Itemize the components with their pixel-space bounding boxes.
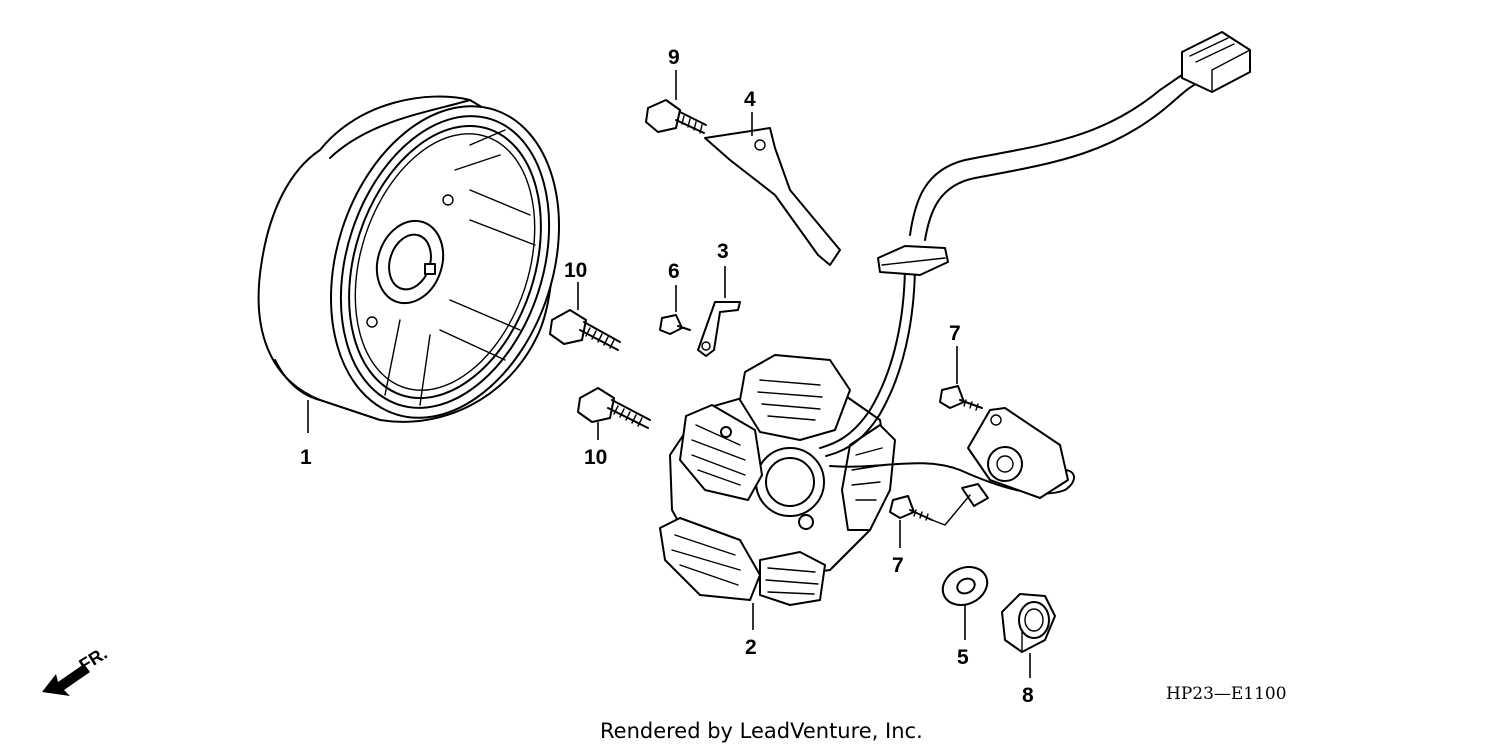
callout-2: 2 — [745, 636, 757, 659]
bolt-small[interactable] — [659, 314, 691, 335]
flywheel[interactable] — [257, 76, 598, 447]
diagram-code: HP23—E1100 — [1166, 684, 1287, 704]
callout-3: 3 — [717, 240, 729, 263]
callout-10a: 10 — [564, 259, 587, 282]
bolt-pulse-upper[interactable] — [939, 385, 983, 411]
bolt-stator-lower[interactable] — [577, 387, 651, 429]
callout-8: 8 — [1022, 684, 1034, 707]
wire-harness[interactable] — [819, 31, 1251, 495]
pulse-generator[interactable] — [961, 407, 1069, 507]
washer[interactable] — [937, 560, 994, 612]
callout-6: 6 — [668, 260, 680, 283]
callout-4: 4 — [744, 88, 756, 111]
bolt-pulse-lower[interactable] — [889, 494, 971, 526]
callout-7b: 7 — [892, 554, 904, 577]
callout-5: 5 — [957, 646, 969, 669]
callout-10b: 10 — [584, 446, 607, 469]
callout-7a: 7 — [949, 322, 961, 345]
stator[interactable] — [659, 354, 896, 606]
front-arrow-icon — [42, 664, 90, 696]
nut[interactable] — [1001, 593, 1056, 653]
callout-1: 1 — [300, 446, 312, 469]
clamp[interactable] — [697, 301, 741, 357]
credit-text: Rendered by LeadVenture, Inc. — [600, 719, 923, 743]
callout-9: 9 — [668, 46, 680, 69]
bolt-guide[interactable] — [645, 99, 707, 134]
bolt-stator-upper[interactable] — [549, 309, 621, 351]
guide[interactable] — [704, 127, 841, 266]
